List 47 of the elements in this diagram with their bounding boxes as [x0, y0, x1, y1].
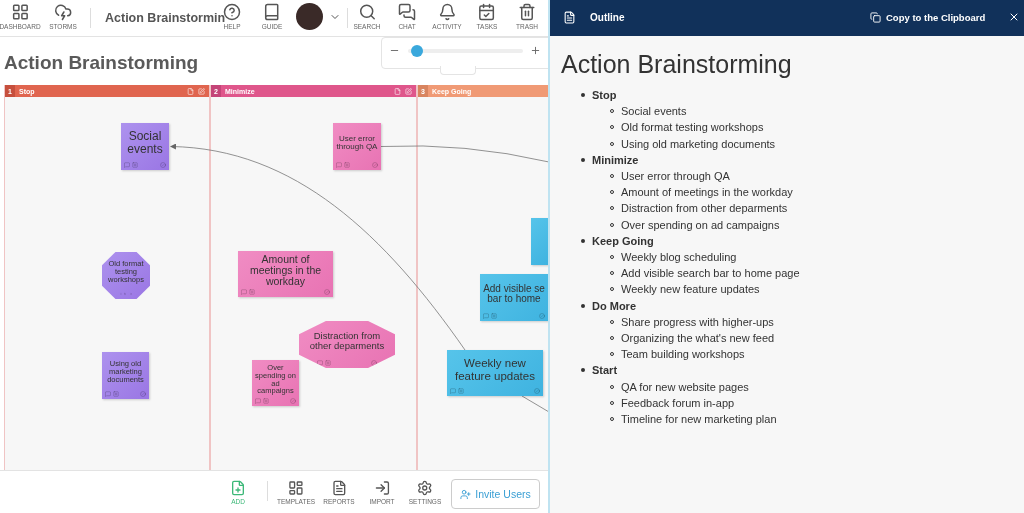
board-column	[210, 85, 417, 470]
outline-item: Weekly blog scheduling	[621, 251, 737, 264]
board-column	[4, 85, 210, 470]
outline-heading: Keep Going	[592, 234, 654, 247]
sticky-note	[480, 274, 548, 321]
outline-item: Old format testing workshops	[621, 121, 764, 134]
note-text: User error through QA	[335, 132, 379, 153]
note-text: Weekly new feature updates	[454, 356, 536, 384]
outline-item: Using old marketing documents	[621, 137, 776, 150]
outline-item: QA for new website pages	[621, 380, 749, 393]
panel-title: Outline	[590, 12, 625, 23]
connector-line	[380, 145, 548, 163]
octagon-sticky-note	[102, 252, 150, 299]
outline-item: Share progress with higher-ups	[621, 315, 774, 328]
outline-item: Organizing the what's new feed	[621, 332, 775, 345]
outline-title: Action Brainstorming	[561, 50, 792, 79]
outline-heading: Start	[592, 364, 618, 377]
note-text: Social events	[126, 128, 164, 158]
sticky-note	[102, 352, 149, 399]
outline-item: Add visible search bar to home page	[621, 267, 800, 280]
outline-heading: Stop	[592, 89, 617, 101]
copy-link: Copy to the Clipboard	[886, 12, 986, 23]
outline-item: Team building workshops	[621, 348, 745, 361]
connector-line	[521, 395, 548, 413]
outline-item: Feedback forum in-app	[621, 396, 735, 409]
outline-item: Amount of meetings in the workday	[621, 186, 793, 199]
sticky-note	[531, 218, 548, 265]
invite-users-button: Invite Users	[451, 479, 540, 509]
outline-item: Over spending on ad campaigns	[621, 218, 780, 231]
outline-heading: Do More	[592, 299, 636, 312]
board-title: Action Brainstorming	[4, 52, 199, 74]
sticky-note	[333, 123, 381, 170]
outline-item: User error through QA	[621, 170, 730, 182]
sticky-note	[447, 350, 543, 396]
outline-item: Distraction from other deparments	[621, 202, 788, 215]
note-text: Add visible se bar to home	[482, 281, 546, 306]
outline-item: Weekly new feature updates	[621, 283, 760, 296]
outline-item: Timeline for new marketing plan	[621, 413, 777, 426]
octagon-sticky-note	[299, 321, 395, 368]
sticky-note	[238, 251, 333, 297]
sticky-note	[121, 123, 169, 170]
sticky-note	[252, 360, 299, 406]
board-name: Action Brainstormin	[105, 11, 226, 25]
outline-heading: Minimize	[592, 153, 639, 166]
note-text: Distraction from other deparments	[308, 329, 386, 353]
outline-item: Social events	[621, 105, 687, 118]
note-text: Amount of meetings in the workday	[248, 253, 323, 288]
